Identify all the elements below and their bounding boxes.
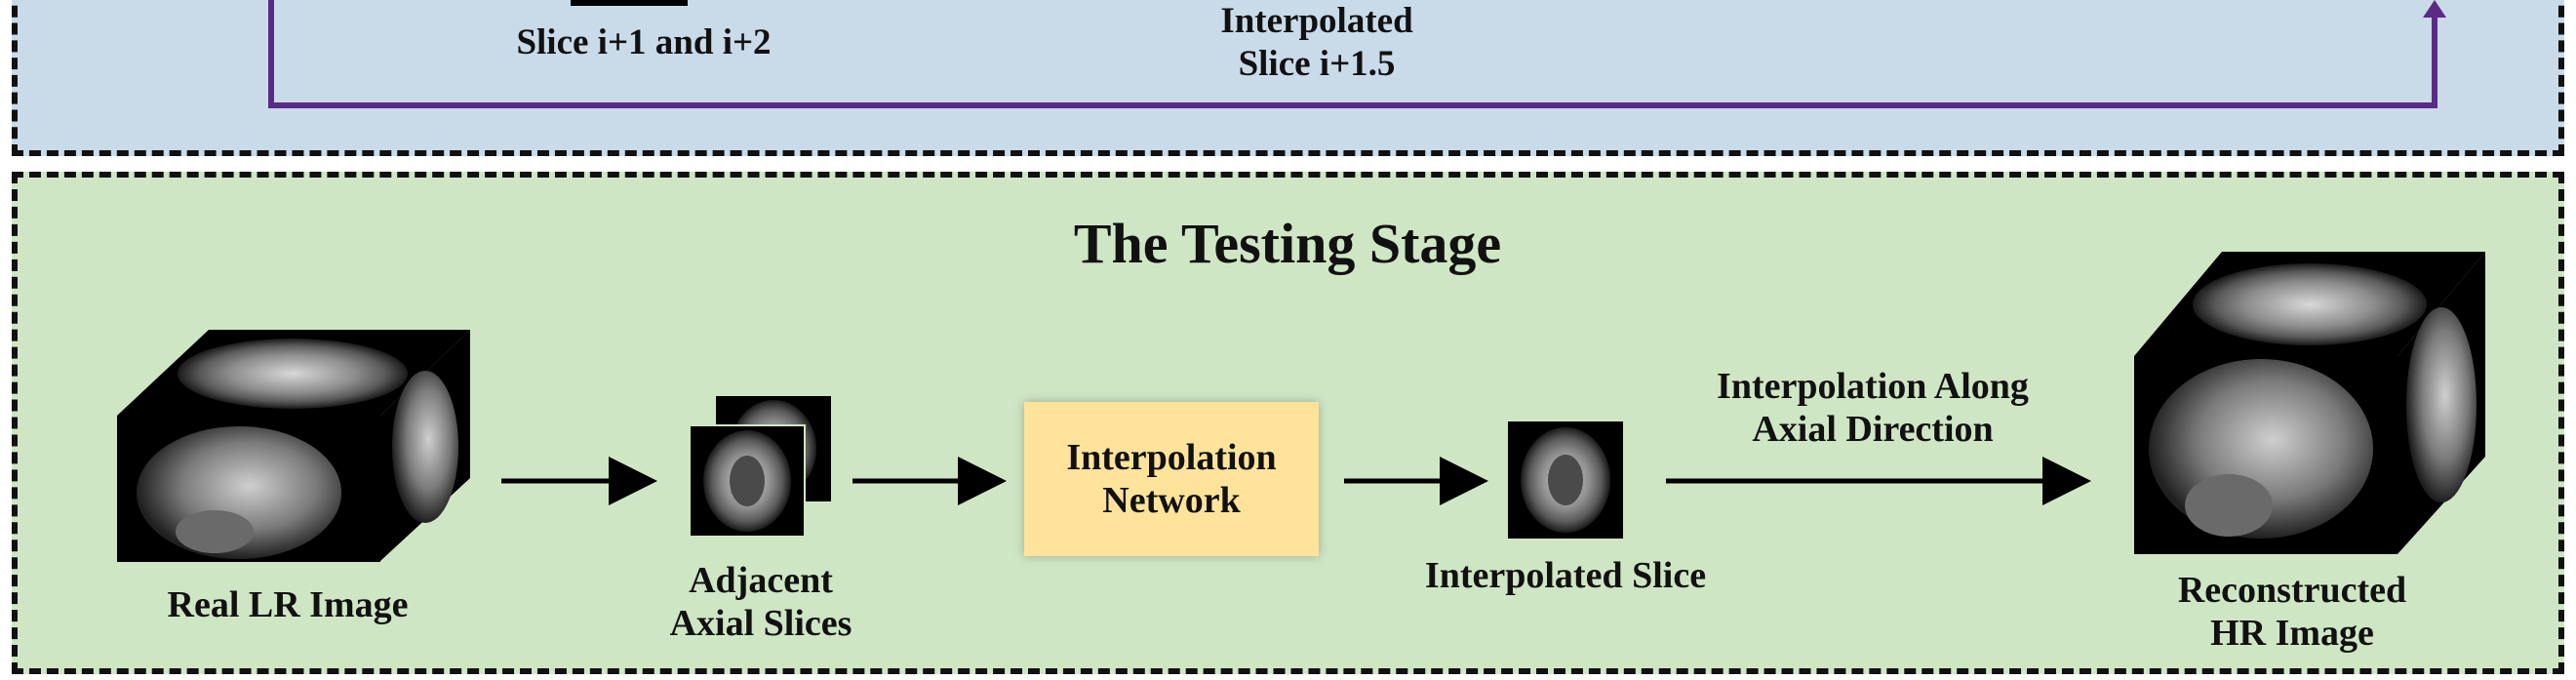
interpolation-network-label: Interpolation Network <box>1066 437 1277 521</box>
interpolated-slice-label-top: Interpolated Slice i+1.5 <box>1220 1 1413 84</box>
feedback-arrow <box>268 0 2446 108</box>
reconstructed-hr-image-label: Reconstructed HR Image <box>2177 570 2407 654</box>
interpolated-slice-label: Interpolated Slice <box>1424 555 1707 596</box>
slice-pair-label: Slice i+1 and i+2 <box>516 22 772 62</box>
adjacent-slices-image <box>689 396 831 538</box>
reconstructed-hr-image-cube <box>2134 252 2485 554</box>
testing-stage-title: The Testing Stage <box>1073 212 1502 275</box>
interpolation-network-box: Interpolation Network <box>1024 402 1319 556</box>
training-stage-panel <box>12 0 2564 156</box>
slice-pair-image <box>571 0 688 6</box>
interpolation-direction-label: Interpolation Along Axial Direction <box>1717 366 2029 450</box>
interpolated-slice-image <box>1508 421 1623 539</box>
real-lr-image-cube <box>117 330 470 562</box>
adjacent-axial-slices-label: Adjacent Axial Slices <box>669 560 852 644</box>
real-lr-image-label: Real LR Image <box>167 584 409 625</box>
